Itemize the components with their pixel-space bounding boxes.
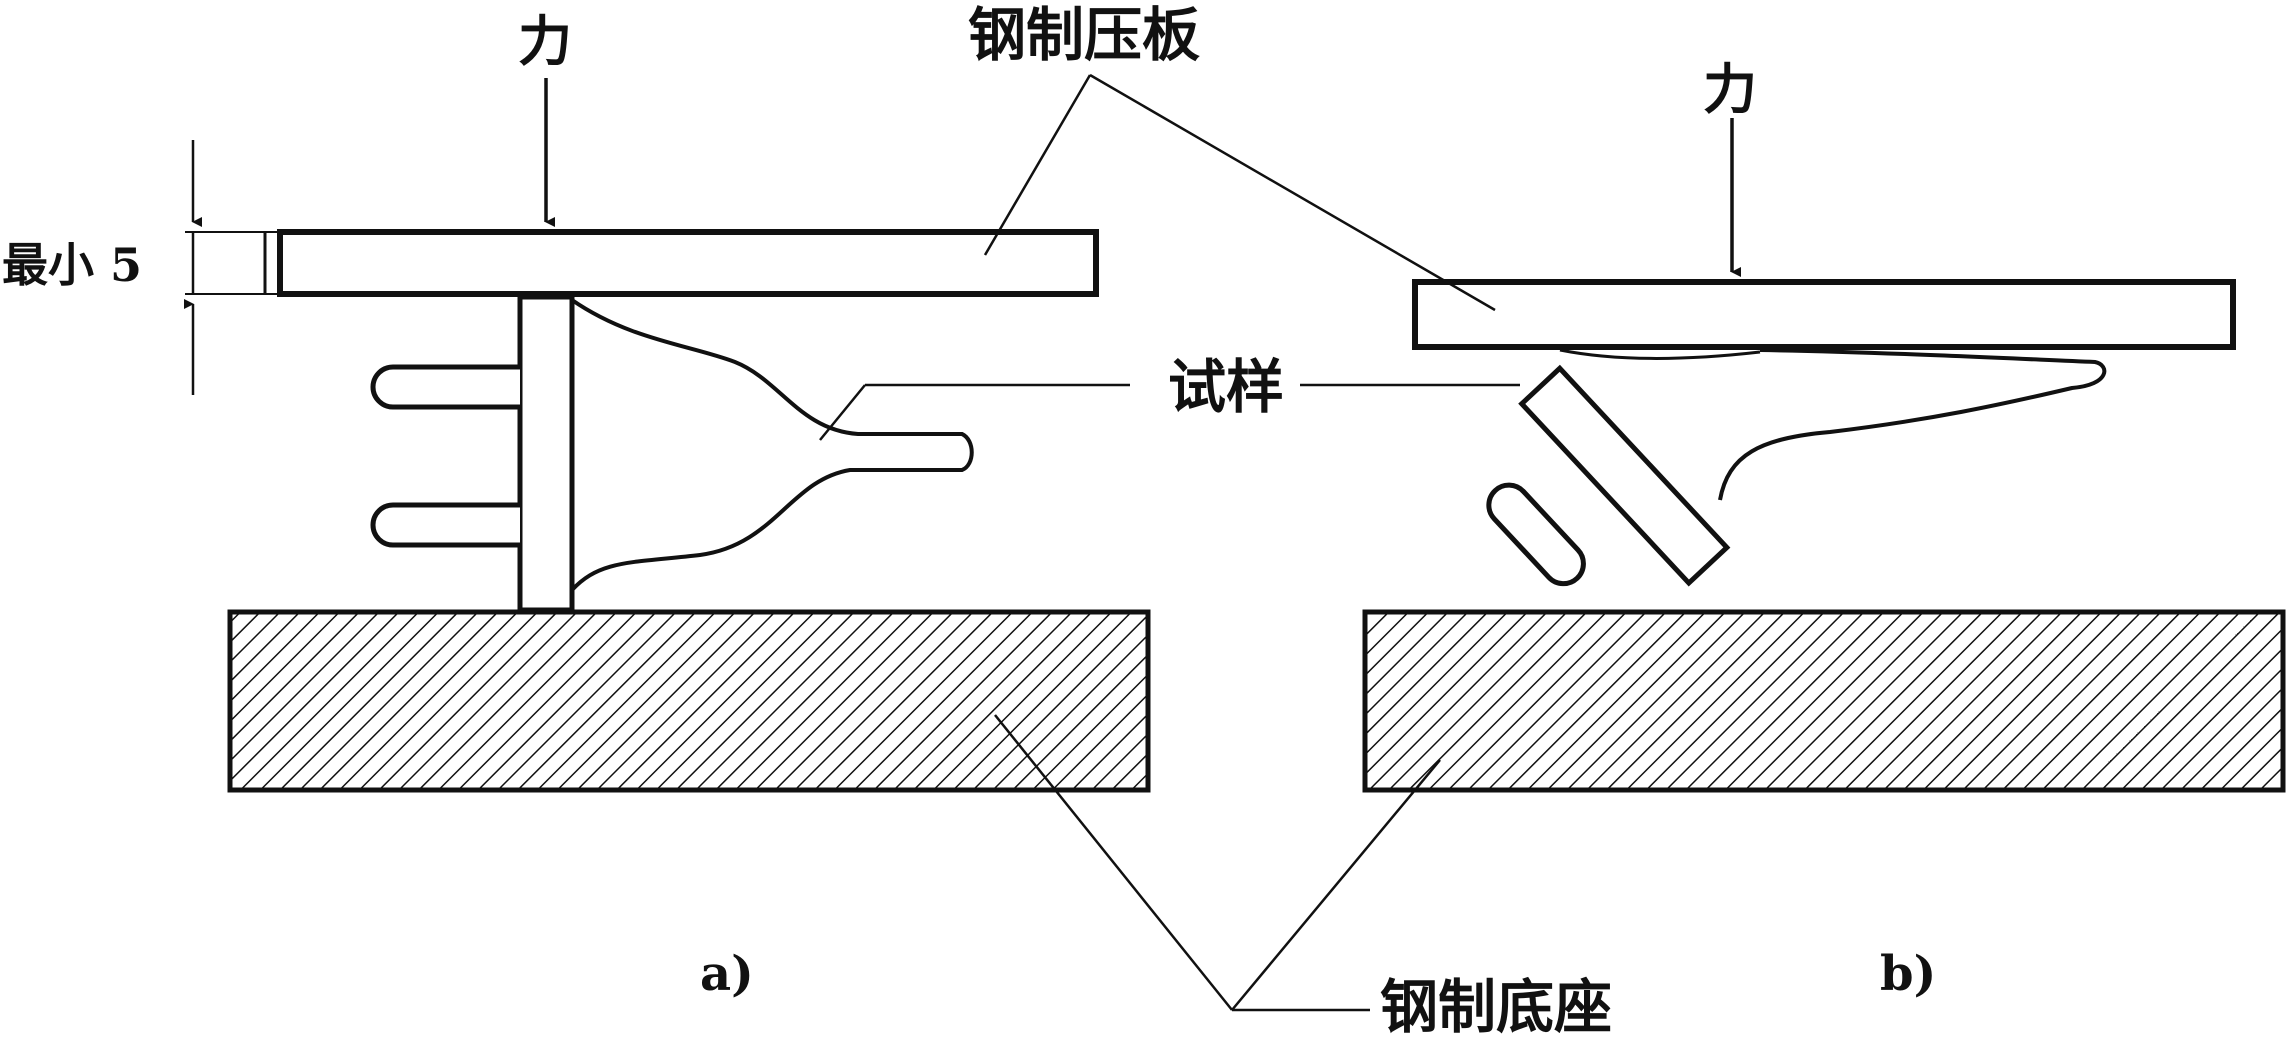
steel-base-label: 钢制底座 xyxy=(1380,973,1613,1041)
sample-label: 试样 xyxy=(1168,353,1285,421)
pressure-plate-label: 钢制压板 xyxy=(968,1,1201,69)
pressure-plate-a xyxy=(277,229,1099,297)
panel-b xyxy=(1362,118,2286,793)
plug-body-b xyxy=(1718,348,2107,501)
plug-body-b-upper xyxy=(1559,348,1761,360)
thickness-label: 最小 5 xyxy=(2,238,143,292)
plug-face-a xyxy=(517,294,575,613)
plug-body-a xyxy=(570,298,974,592)
leader-lines xyxy=(819,73,1520,1012)
panel-b-label: b) xyxy=(1880,946,1937,1002)
force-label-b: 力 xyxy=(1703,57,1757,121)
pressure-plate-b xyxy=(1412,279,2236,350)
plug-pin-lower xyxy=(370,502,520,548)
plug-pin-upper xyxy=(370,364,520,410)
steel-base-b xyxy=(1362,609,2286,793)
plug-pin-b xyxy=(1486,482,1586,587)
panel-a xyxy=(184,78,1151,793)
steel-base-a xyxy=(227,609,1151,793)
panel-a-label: a) xyxy=(700,946,754,1002)
force-label-a: 力 xyxy=(518,9,572,73)
plug-face-b xyxy=(1518,364,1731,587)
